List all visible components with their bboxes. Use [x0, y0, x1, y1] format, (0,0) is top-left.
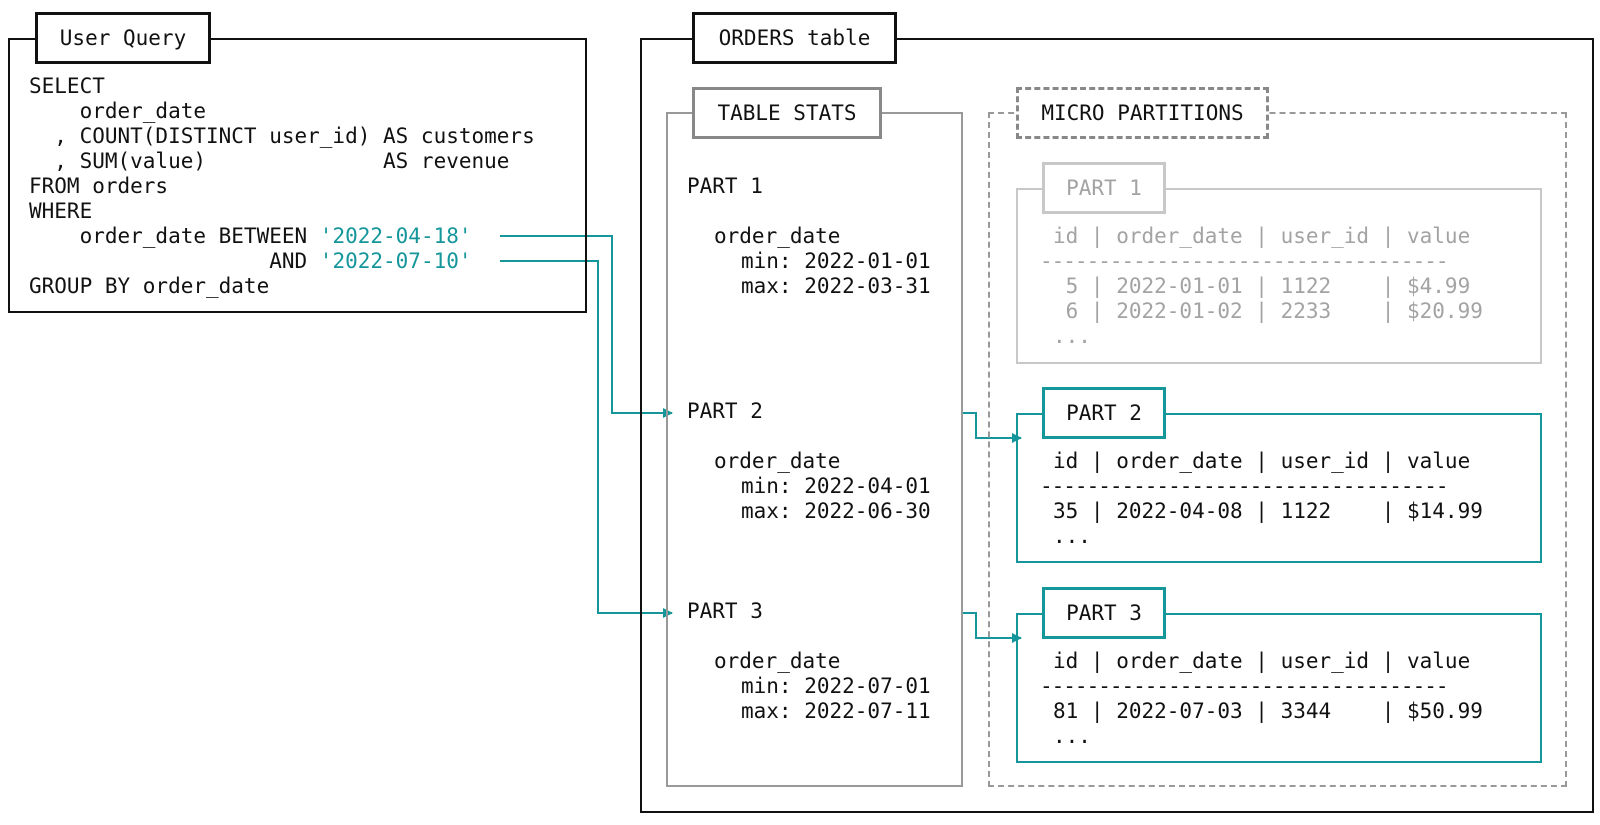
micro-part-1-row-1: 5 | 2022-01-01 | 1122 | $4.99 — [1053, 274, 1471, 298]
stats-part-3-max: max: 2022-07-11 — [741, 699, 931, 723]
query-line-sum: , SUM(value) AS revenue — [29, 149, 510, 173]
micro-part-2-title: PART 2 — [1042, 387, 1166, 439]
micro-part-2-row-1: 35 | 2022-04-08 | 1122 | $14.99 — [1053, 499, 1483, 523]
connector-date-start-to-part-2 — [500, 235, 673, 418]
micro-part-3-header: id | order_date | user_id | value — [1053, 649, 1471, 673]
micro-part-2-ellipsis: ... — [1053, 524, 1091, 548]
query-line-count: , COUNT(DISTINCT user_id) AS customers — [29, 124, 535, 148]
query-date-start: '2022-04-18' — [319, 224, 472, 248]
table-stats-title: TABLE STATS — [692, 87, 882, 139]
orders-table-title: ORDERS table — [692, 12, 897, 64]
micro-part-1-header: id | order_date | user_id | value — [1053, 224, 1471, 248]
user-query-title: User Query — [35, 12, 211, 64]
micro-part-3-separator: ----------------------------------- — [1040, 674, 1449, 698]
stats-part-1-max: max: 2022-03-31 — [741, 274, 931, 298]
micro-part-1-row-2: 6 | 2022-01-02 | 2233 | $20.99 — [1053, 299, 1483, 323]
micro-part-1-ellipsis: ... — [1053, 324, 1091, 348]
stats-part-3-field: order_date — [714, 649, 841, 673]
stats-part-1-name: PART 1 — [687, 174, 763, 198]
micro-part-3-row-1: 81 | 2022-07-03 | 3344 | $50.99 — [1053, 699, 1483, 723]
connector-stats-part-2-to-micro — [963, 412, 1022, 443]
orders-table-panel — [640, 38, 1594, 813]
stats-part-2-field: order_date — [714, 449, 841, 473]
user-query-panel — [8, 38, 587, 313]
query-line-group-by: GROUP BY order_date — [29, 274, 270, 298]
stats-part-1-field: order_date — [714, 224, 841, 248]
micro-part-1-separator: ----------------------------------- — [1040, 249, 1449, 273]
stats-part-2-max: max: 2022-06-30 — [741, 499, 931, 523]
stats-part-1-min: min: 2022-01-01 — [741, 249, 931, 273]
query-line-select: SELECT — [29, 74, 105, 98]
stats-part-2-name: PART 2 — [687, 399, 763, 423]
stats-part-3-min: min: 2022-07-01 — [741, 674, 931, 698]
micro-part-1-box — [1016, 188, 1542, 364]
micro-partitions-panel — [988, 112, 1567, 787]
query-line-where: WHERE — [29, 199, 93, 223]
micro-part-3-title: PART 3 — [1042, 587, 1166, 639]
micro-part-3-ellipsis: ... — [1053, 724, 1091, 748]
stats-part-2-min: min: 2022-04-01 — [741, 474, 931, 498]
micro-part-1-title: PART 1 — [1042, 162, 1166, 214]
micro-partitions-title: MICRO PARTITIONS — [1016, 87, 1269, 139]
query-line-between: order_date BETWEEN '2022-04-18' — [29, 224, 472, 249]
query-date-end: '2022-07-10' — [319, 249, 472, 273]
query-and-prefix: AND — [29, 249, 320, 273]
micro-part-2-separator: ----------------------------------- — [1040, 474, 1449, 498]
query-line-from: FROM orders — [29, 174, 169, 198]
connector-stats-part-3-to-micro — [963, 612, 1022, 643]
connector-date-end-to-part-3 — [500, 260, 673, 618]
micro-part-2-header: id | order_date | user_id | value — [1053, 449, 1471, 473]
query-line-and: AND '2022-07-10' — [29, 249, 472, 274]
query-between-prefix: order_date BETWEEN — [29, 224, 320, 248]
stats-part-3-name: PART 3 — [687, 599, 763, 623]
micro-part-2-box — [1016, 413, 1542, 563]
micro-part-3-box — [1016, 613, 1542, 763]
query-line-order-date: order_date — [29, 99, 207, 123]
